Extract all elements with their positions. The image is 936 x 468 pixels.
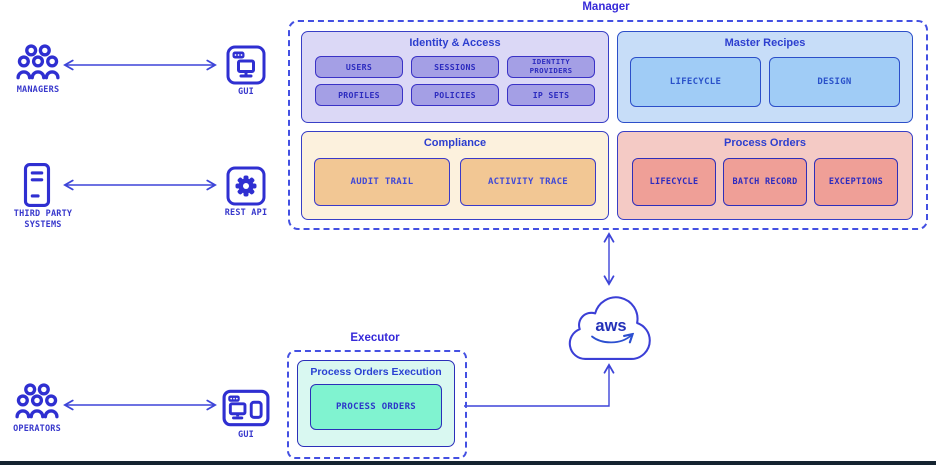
master-lifecycle-button: LIFECYCLE (630, 57, 761, 107)
profiles-button: PROFILES (315, 84, 403, 106)
process-orders-title: Process Orders (724, 137, 806, 149)
executor-container: Process Orders Execution PROCESS ORDERS (287, 350, 467, 459)
compliance-section: Compliance AUDIT TRAIL ACTIVITY TRACE (301, 131, 609, 220)
process-orders-buttons-row: LIFECYCLE BATCH RECORD EXCEPTIONS (632, 158, 898, 206)
policies-button: POLICIES (411, 84, 499, 106)
compliance-title: Compliance (423, 137, 487, 149)
compliance-buttons-row: AUDIT TRAIL ACTIVITY TRACE (314, 158, 596, 206)
activity-trace-button: ACTIVITY TRACE (460, 158, 596, 206)
bottom-border-bar (0, 461, 936, 465)
manager-container: Identity & Access USERS SESSIONS IDENTIT… (288, 20, 928, 230)
gui-bottom-label: GUI (238, 430, 254, 440)
po-lifecycle-button: LIFECYCLE (632, 158, 716, 206)
identity-buttons-row-1: USERS SESSIONS IDENTITY PROVIDERS (315, 56, 595, 78)
manager-title: Manager (582, 1, 630, 13)
aws-cloud-label: aws (595, 317, 626, 335)
aws-smile-icon (591, 336, 631, 343)
identity-access-title: Identity & Access (409, 37, 501, 49)
users-button: USERS (315, 56, 403, 78)
server-icon (22, 162, 52, 208)
batch-record-button: BATCH RECORD (723, 158, 807, 206)
process-orders-execution-panel: Process Orders Execution PROCESS ORDERS (297, 360, 455, 447)
process-orders-section: Process Orders LIFECYCLE BATCH RECORD EX… (617, 131, 913, 220)
identity-buttons-row-2: PROFILES POLICIES IP SETS (315, 84, 595, 106)
sessions-button: SESSIONS (411, 56, 499, 78)
ip-sets-button: IP SETS (507, 84, 595, 106)
window-monitor-phone-icon (222, 389, 270, 427)
process-orders-execution-title: Process Orders Execution (310, 366, 442, 378)
connector-executor-cloud (464, 366, 609, 407)
people-group-icon (15, 383, 59, 421)
exceptions-button: EXCEPTIONS (814, 158, 898, 206)
gear-icon (226, 166, 266, 206)
identity-access-section: Identity & Access USERS SESSIONS IDENTIT… (301, 31, 609, 123)
audit-trail-button: AUDIT TRAIL (314, 158, 450, 206)
master-recipes-buttons-row: LIFECYCLE DESIGN (630, 57, 900, 107)
design-button: DESIGN (769, 57, 900, 107)
master-recipes-title: Master Recipes (724, 37, 806, 49)
window-monitor-icon (226, 45, 266, 85)
executor-title: Executor (350, 332, 400, 344)
identity-providers-button: IDENTITY PROVIDERS (507, 56, 595, 78)
aws-cloud-icon: aws (568, 296, 651, 360)
rest-api-label: REST API (224, 208, 268, 218)
process-orders-button: PROCESS ORDERS (310, 384, 442, 430)
people-group-icon (16, 44, 60, 82)
master-recipes-section: Master Recipes LIFECYCLE DESIGN (617, 31, 913, 123)
third-party-systems-label: THIRD PARTY SYSTEMS (13, 209, 73, 231)
managers-label: MANAGERS (16, 85, 60, 95)
operators-label: OPERATORS (13, 424, 61, 434)
gui-top-label: GUI (238, 87, 254, 97)
